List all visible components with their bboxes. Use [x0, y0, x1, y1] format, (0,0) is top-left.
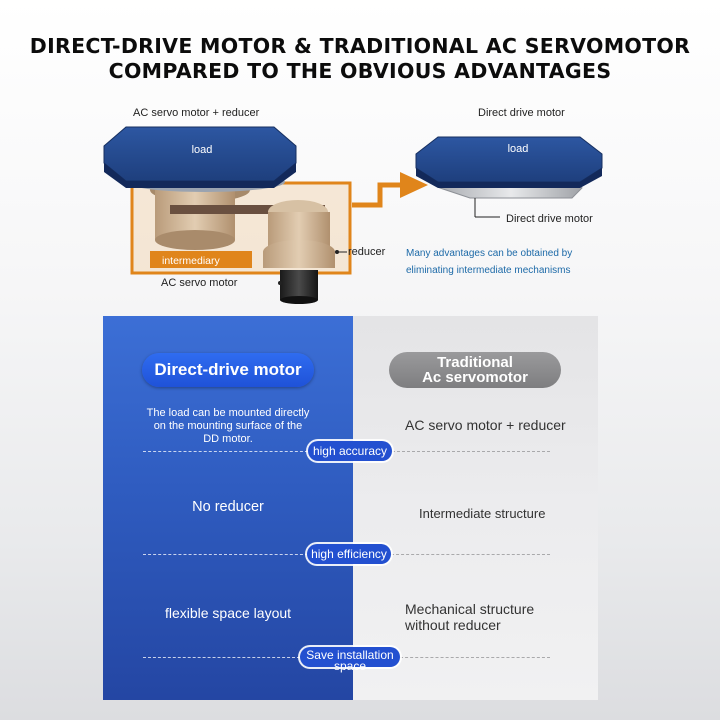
title-line-2: COMPARED TO THE OBVIOUS ADVANTAGES: [108, 59, 612, 83]
intermediary-label: intermediary: [162, 255, 221, 267]
left-diagram-caption: AC servo motor + reducer: [133, 107, 260, 119]
left-row-3: flexible space layout: [103, 605, 353, 621]
left-row-1-line-3: DD motor.: [203, 433, 253, 445]
save-space-tag: Save installation space: [300, 647, 400, 672]
title-line-1: DIRECT-DRIVE MOTOR & TRADITIONAL AC SERV…: [29, 34, 691, 58]
row-1-divider-left: [143, 451, 308, 452]
advantages-line-1: Many advantages can be obtained by: [406, 248, 573, 259]
advantages-note: Many advantages can be obtained by elimi…: [406, 245, 572, 279]
ac-servo-assembly: [103, 126, 352, 304]
row-3-divider-left: [143, 657, 300, 658]
page-title: DIRECT-DRIVE MOTOR & TRADITIONAL AC SERV…: [0, 34, 720, 84]
row-1-divider-right: [392, 451, 550, 452]
save-space-tag-line-2: space: [333, 659, 367, 673]
left-row-3-line-1: flexible space layout: [164, 605, 292, 621]
direct-drive-header: Direct-drive motor: [142, 353, 314, 387]
left-row-1-line-2: on the mounting surface of the: [153, 420, 303, 432]
right-row-3-line-1: Mechanical structure: [405, 601, 535, 617]
right-row-2-line-1: Intermediate structure: [419, 506, 546, 521]
high-accuracy-tag-text: high accuracy: [312, 444, 388, 458]
right-diagram-caption: Direct drive motor: [478, 107, 565, 119]
left-row-2: No reducer: [103, 499, 353, 515]
right-row-3: Mechanical structure without reducer: [405, 601, 534, 633]
traditional-header-line-1: Traditional: [437, 354, 513, 371]
load-label-left: load: [192, 144, 213, 156]
ac-servo-motor: [280, 270, 318, 300]
reducer-label: reducer: [348, 246, 386, 258]
right-row-1-line-1: AC servo motor + reducer: [405, 417, 566, 433]
left-row-2-line-1: No reducer: [192, 499, 264, 515]
advantages-line-2: eliminating intermediate mechanisms: [406, 265, 571, 276]
ac-motor-label: AC servo motor: [161, 277, 238, 289]
direct-drive-assembly: [415, 136, 603, 218]
row-2-divider-left: [143, 554, 308, 555]
motor-comparison-diagram: load load intermediary: [103, 126, 603, 304]
load-label-right: load: [508, 143, 529, 155]
left-row-1: The load can be mounted directly on the …: [110, 407, 346, 446]
high-accuracy-tag: high accuracy: [308, 441, 392, 461]
row-3-divider-right: [400, 657, 550, 658]
arrow-icon: [352, 172, 428, 208]
right-row-3-line-2: without reducer: [405, 617, 501, 633]
right-row-2: Intermediate structure: [419, 506, 545, 521]
left-row-1-line-1: The load can be mounted directly: [146, 407, 310, 419]
row-2-divider-right: [391, 554, 550, 555]
high-efficiency-tag: high efficiency: [307, 544, 391, 564]
save-space-tag-line-1: Save installation: [306, 648, 394, 662]
traditional-header: Traditional Ac servomotor: [389, 352, 561, 388]
traditional-header-line-2: Ac servomotor: [422, 369, 528, 386]
dd-motor-label: Direct drive motor: [506, 213, 593, 225]
right-row-1: AC servo motor + reducer: [405, 417, 566, 433]
high-efficiency-tag-text: high efficiency: [311, 547, 387, 561]
